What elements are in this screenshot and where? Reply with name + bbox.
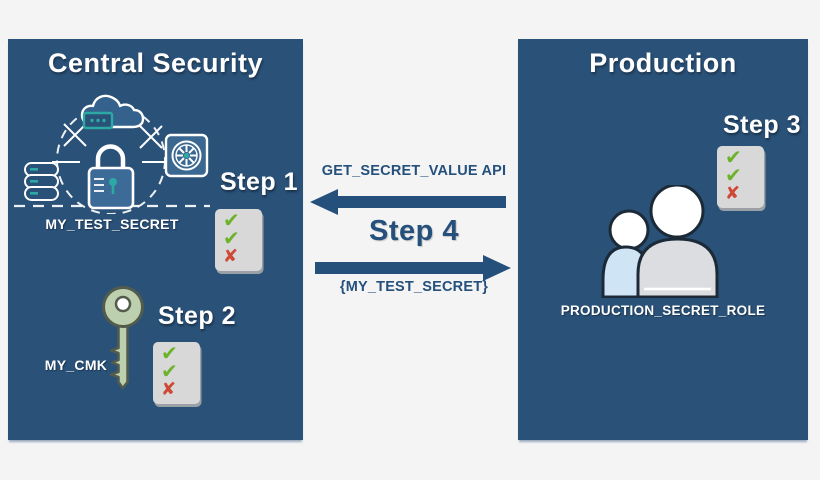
cmk-key-icon: [102, 286, 144, 390]
check-icon: ✔: [223, 208, 240, 232]
check-icon: ✔: [725, 163, 742, 187]
cross-icon: ✘: [725, 183, 741, 204]
checklist-icon-step2: ✔ ✔ ✘: [153, 342, 200, 404]
central-security-panel: Central Security: [8, 39, 303, 440]
checklist-icon-step3: ✔ ✔ ✘: [717, 146, 764, 208]
lock-icon: [87, 144, 135, 210]
fan-box-icon: [164, 133, 209, 178]
check-icon: ✔: [161, 341, 178, 365]
cross-icon: ✘: [223, 246, 239, 267]
cmk-name-label: MY_CMK: [44, 357, 108, 373]
check-icon: ✔: [725, 145, 742, 169]
step-4-label: Step 4: [368, 215, 460, 247]
production-title: Production: [589, 48, 737, 78]
secrets-manager-icon: [14, 94, 210, 214]
central-security-title: Central Security: [47, 48, 264, 78]
step-3-label: Step 3: [723, 111, 802, 139]
cross-icon: ✘: [161, 379, 177, 400]
arrow-left-icon: [310, 189, 506, 215]
password-box-icon: [82, 111, 114, 130]
users-icon: [601, 185, 719, 298]
checklist-icon-step1: ✔ ✔ ✘: [215, 209, 262, 271]
api-call-label: GET_SECRET_VALUE API: [321, 163, 507, 179]
step-2-label: Step 2: [158, 302, 237, 330]
role-name-label: PRODUCTION_SECRET_ROLE: [560, 303, 766, 318]
check-icon: ✔: [161, 359, 178, 383]
production-panel: Production Step 3 ✔ ✔ ✘ PRODUCTION_SECRE…: [518, 39, 808, 440]
database-icon: [24, 162, 59, 201]
check-icon: ✔: [223, 226, 240, 250]
step-1-label: Step 1: [220, 168, 299, 196]
secret-name-label: MY_TEST_SECRET: [45, 216, 179, 232]
arrow-right-icon: [315, 255, 511, 281]
crossed-lines-decoration: [63, 123, 163, 149]
response-payload-label: {MY_TEST_SECRET}: [339, 279, 489, 295]
